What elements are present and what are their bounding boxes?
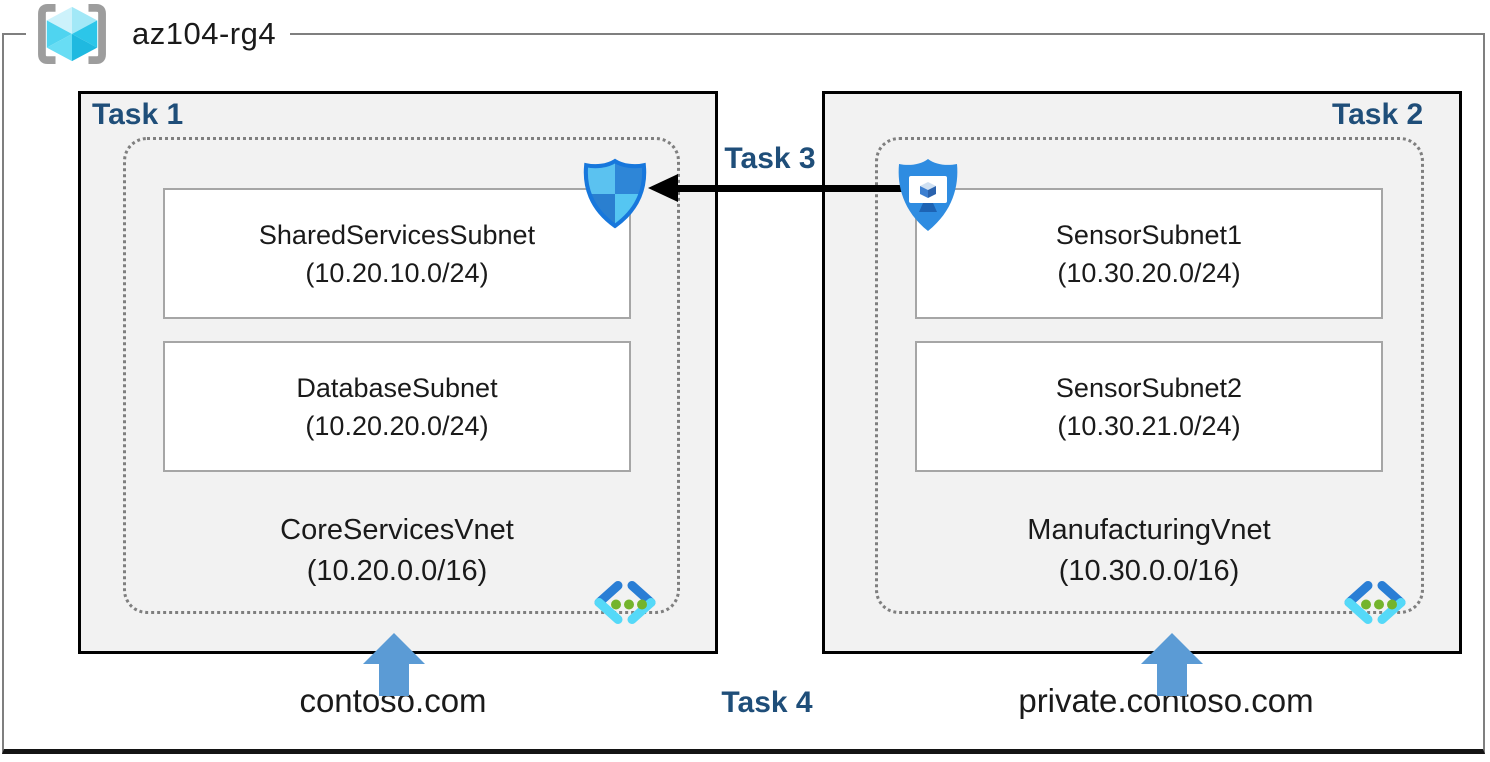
vnet-cidr: (10.30.0.0/16) <box>1058 555 1240 587</box>
task3-label: Task 3 <box>724 142 816 175</box>
virtual-network-icon <box>594 581 656 624</box>
manufacturing-vnet-boundary <box>875 137 1424 614</box>
vnet-name: CoreServicesVnet <box>280 514 514 546</box>
core-services-vnet-boundary <box>123 137 680 614</box>
resource-group-name: az104-rg4 <box>132 16 277 51</box>
bastion-icon <box>898 159 958 231</box>
up-arrow-icon <box>363 633 425 664</box>
task1-label: Task 1 <box>92 98 184 131</box>
core-services-vnet-label: CoreServicesVnet (10.20.0.0/16) <box>163 510 631 592</box>
sensor-subnet1-box: SensorSubnet1 (10.30.20.0/24) <box>915 188 1383 319</box>
task3-arrow-head-icon <box>648 174 678 202</box>
up-arrow-stem <box>1157 662 1187 696</box>
vnet-name: ManufacturingVnet <box>1027 514 1271 546</box>
subnet-cidr: (10.20.10.0/24) <box>305 257 489 288</box>
subnet-name: SensorSubnet2 <box>1055 372 1243 403</box>
subnet-name: DatabaseSubnet <box>296 372 498 403</box>
up-arrow-icon <box>1141 633 1203 664</box>
database-subnet-box: DatabaseSubnet (10.20.20.0/24) <box>163 341 631 472</box>
resource-group-frame <box>2 33 1485 754</box>
subnet-cidr: (10.30.21.0/24) <box>1057 410 1241 441</box>
network-security-group-icon <box>583 158 647 229</box>
resource-group-icon <box>38 3 106 65</box>
task2-label: Task 2 <box>1332 98 1424 131</box>
virtual-network-icon <box>1344 581 1406 624</box>
manufacturing-vnet-label: ManufacturingVnet (10.30.0.0/16) <box>915 510 1383 592</box>
subnet-cidr: (10.20.20.0/24) <box>305 410 489 441</box>
subnet-name: SensorSubnet1 <box>1055 219 1243 250</box>
shared-services-subnet-box: SharedServicesSubnet (10.20.10.0/24) <box>163 188 631 319</box>
task3-arrow-line <box>674 185 946 192</box>
vnet-cidr: (10.20.0.0/16) <box>306 555 488 587</box>
up-arrow-stem <box>379 662 409 696</box>
task4-label: Task 4 <box>721 686 813 719</box>
subnet-name: SharedServicesSubnet <box>258 219 536 250</box>
subnet-cidr: (10.30.20.0/24) <box>1057 257 1241 288</box>
resource-group-header: az104-rg4 <box>26 0 291 68</box>
sensor-subnet2-box: SensorSubnet2 (10.30.21.0/24) <box>915 341 1383 472</box>
